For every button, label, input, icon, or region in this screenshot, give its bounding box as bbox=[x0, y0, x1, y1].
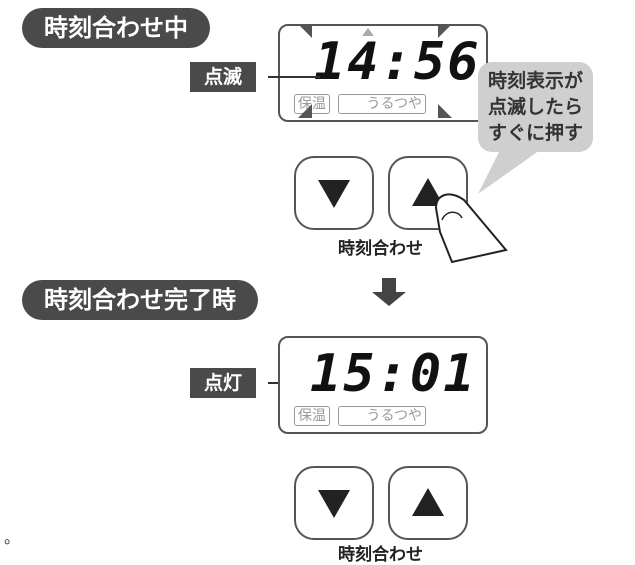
callout-line: すぐに押す bbox=[488, 122, 584, 144]
down-arrow-icon bbox=[372, 278, 406, 306]
time-up-button[interactable] bbox=[388, 466, 468, 540]
mode-label: うるつや bbox=[338, 94, 426, 114]
time-display: 14:56 bbox=[314, 32, 481, 92]
blink-mark-icon bbox=[298, 24, 312, 38]
triangle-down-icon bbox=[318, 180, 350, 208]
footnote-mark: 。 bbox=[4, 528, 21, 547]
blink-mark-icon bbox=[438, 104, 452, 118]
instruction-callout: 時刻表示が 点滅したら すぐに押す bbox=[478, 62, 594, 152]
callout-tail bbox=[478, 150, 540, 194]
triangle-down-icon bbox=[318, 490, 350, 518]
step2-title: 時刻合わせ完了時 bbox=[22, 280, 258, 320]
lcd-display-done: 15:01 保温 うるつや bbox=[278, 336, 488, 434]
callout-line: 点滅したら bbox=[488, 96, 584, 118]
button-caption: 時刻合わせ bbox=[338, 545, 423, 565]
blink-mark-icon bbox=[438, 24, 452, 38]
button-caption: 時刻合わせ bbox=[338, 239, 423, 259]
lit-indicator-tag: 点灯 bbox=[190, 368, 257, 398]
time-down-button[interactable] bbox=[294, 466, 374, 540]
step1-title: 時刻合わせ中 bbox=[22, 8, 210, 48]
triangle-up-icon bbox=[412, 488, 444, 516]
triangle-up-icon bbox=[412, 178, 444, 206]
callout-line: 時刻表示が bbox=[488, 70, 584, 92]
blink-mark-icon bbox=[298, 104, 312, 118]
time-display: 15:01 bbox=[310, 344, 477, 404]
blinking-indicator-tag: 点滅 bbox=[190, 62, 257, 92]
indicator-triangle-icon bbox=[362, 28, 374, 36]
lcd-display-setting: 14:56 保温 うるつや bbox=[278, 24, 488, 122]
time-down-button[interactable] bbox=[294, 156, 374, 230]
keep-warm-label: 保温 bbox=[294, 406, 330, 426]
mode-label: うるつや bbox=[338, 406, 426, 426]
